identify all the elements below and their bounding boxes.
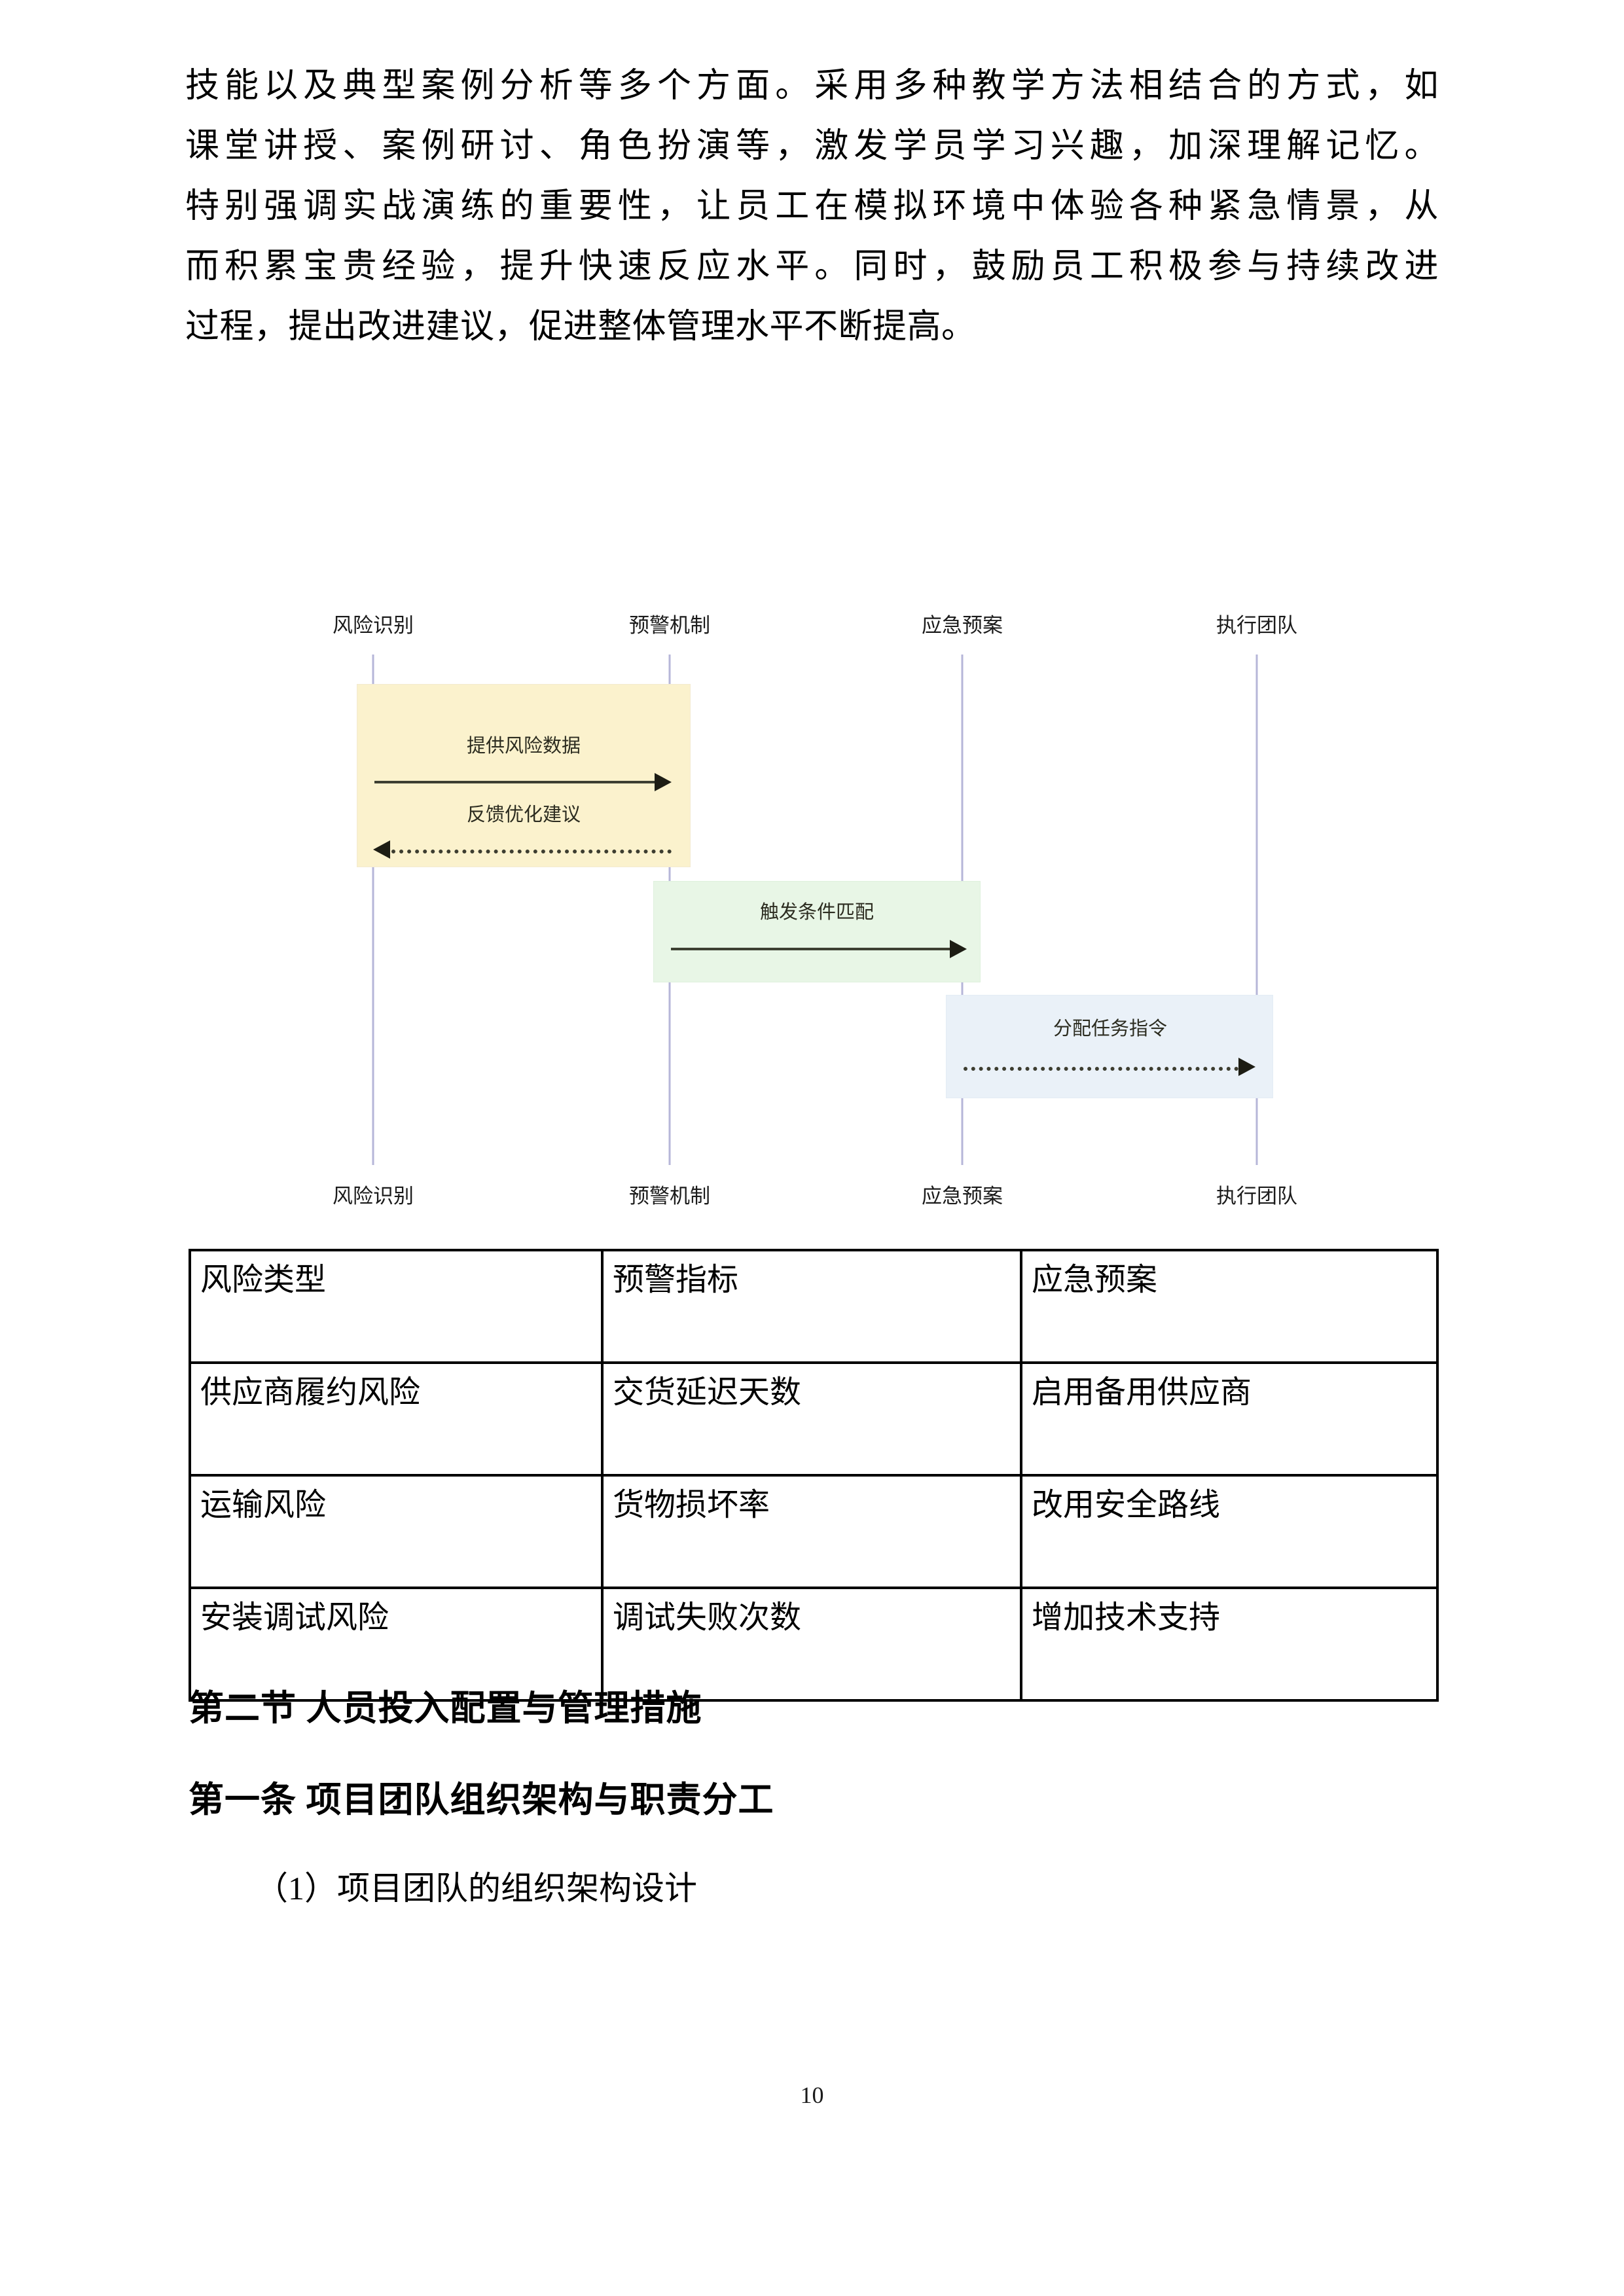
table-cell: 启用备用供应商 xyxy=(1020,1361,1439,1477)
risk-warning-table: 风险类型 预警指标 应急预案 供应商履约风险 交货延迟天数 启用备用供应商 运输… xyxy=(189,1249,1439,1702)
paragraph-line: 而积累宝贵经验，提升快速反应水平。同时，鼓励员工积极参与持续改进 xyxy=(185,248,1439,285)
list-item: （1）项目团队的组织架构设计 xyxy=(255,1870,697,1907)
page-number: 10 xyxy=(800,2082,824,2108)
table-cell: 货物损坏率 xyxy=(601,1474,1022,1589)
table-cell: 增加技术支持 xyxy=(1020,1587,1439,1702)
table-row: 供应商履约风险 交货延迟天数 启用备用供应商 xyxy=(189,1361,1439,1477)
lifeline-header-risk: 风险识别 xyxy=(333,614,414,637)
message-line-provide-risk-data xyxy=(374,781,657,783)
table-header-cell: 风险类型 xyxy=(189,1249,604,1364)
lifeline-footer-plan: 应急预案 xyxy=(922,1185,1003,1208)
sequence-diagram: 风险识别 预警机制 应急预案 执行团队 提供风险数据 反馈优化建议 触发条件匹配… xyxy=(288,609,1348,1224)
lifeline-risk xyxy=(372,655,374,1165)
table-cell: 改用安全路线 xyxy=(1020,1474,1439,1589)
table-row: 安装调试风险 调试失败次数 增加技术支持 xyxy=(189,1587,1439,1702)
table-cell: 运输风险 xyxy=(189,1474,604,1589)
table-header-cell: 预警指标 xyxy=(601,1249,1022,1364)
arrow-head-right-icon xyxy=(655,773,672,791)
paragraph-line: 课堂讲授、案例研讨、角色扮演等，激发学员学习兴趣，加深理解记忆。 xyxy=(185,128,1439,165)
message-line-feedback-optimization xyxy=(391,850,672,853)
table-cell: 调试失败次数 xyxy=(601,1587,1022,1702)
lifeline-header-plan: 应急预案 xyxy=(922,614,1003,637)
paragraph-line: 技能以及典型案例分析等多个方面。采用多种教学方法相结合的方式，如 xyxy=(185,67,1439,105)
message-label-assign-task-order: 分配任务指令 xyxy=(1053,1018,1168,1039)
lifeline-team xyxy=(1255,655,1258,1165)
paragraph-line: 过程，提出改进建议，促进整体管理水平不断提高。 xyxy=(185,308,976,346)
message-group-3-box xyxy=(946,995,1273,1098)
message-label-trigger-condition-match: 触发条件匹配 xyxy=(759,902,875,923)
table-cell: 安装调试风险 xyxy=(189,1587,604,1702)
message-line-assign-task-order xyxy=(964,1067,1238,1071)
lifeline-footer-team: 执行团队 xyxy=(1216,1185,1297,1208)
message-group-1-box xyxy=(357,684,691,867)
table-row: 运输风险 货物损坏率 改用安全路线 xyxy=(189,1474,1439,1589)
arrow-head-right-icon xyxy=(1238,1058,1255,1076)
message-line-trigger-condition-match xyxy=(671,948,952,950)
arrow-head-left-icon xyxy=(373,840,390,859)
message-group-2-box xyxy=(653,881,981,982)
paragraph-line: 特别强调实战演练的重要性，让员工在模拟环境中体验各种紧急情景，从 xyxy=(185,188,1439,225)
lifeline-header-alert: 预警机制 xyxy=(629,614,710,637)
lifeline-footer-risk: 风险识别 xyxy=(333,1185,414,1208)
lifeline-header-team: 执行团队 xyxy=(1216,614,1297,637)
lifeline-footer-alert: 预警机制 xyxy=(629,1185,710,1208)
body-paragraph: 技能以及典型案例分析等多个方面。采用多种教学方法相结合的方式，如 课堂讲授、案例… xyxy=(185,56,1439,357)
message-label-provide-risk-data: 提供风险数据 xyxy=(466,736,581,757)
article-heading: 第一条 项目团队组织架构与职责分工 xyxy=(189,1780,774,1820)
section-heading: 第二节 人员投入配置与管理措施 xyxy=(189,1689,702,1728)
arrow-head-right-icon xyxy=(950,940,967,958)
table-cell: 交货延迟天数 xyxy=(601,1361,1022,1477)
table-header-row: 风险类型 预警指标 应急预案 xyxy=(189,1249,1439,1364)
table-header-cell: 应急预案 xyxy=(1020,1249,1439,1364)
table-cell: 供应商履约风险 xyxy=(189,1361,604,1477)
message-label-feedback-optimization: 反馈优化建议 xyxy=(466,804,581,825)
